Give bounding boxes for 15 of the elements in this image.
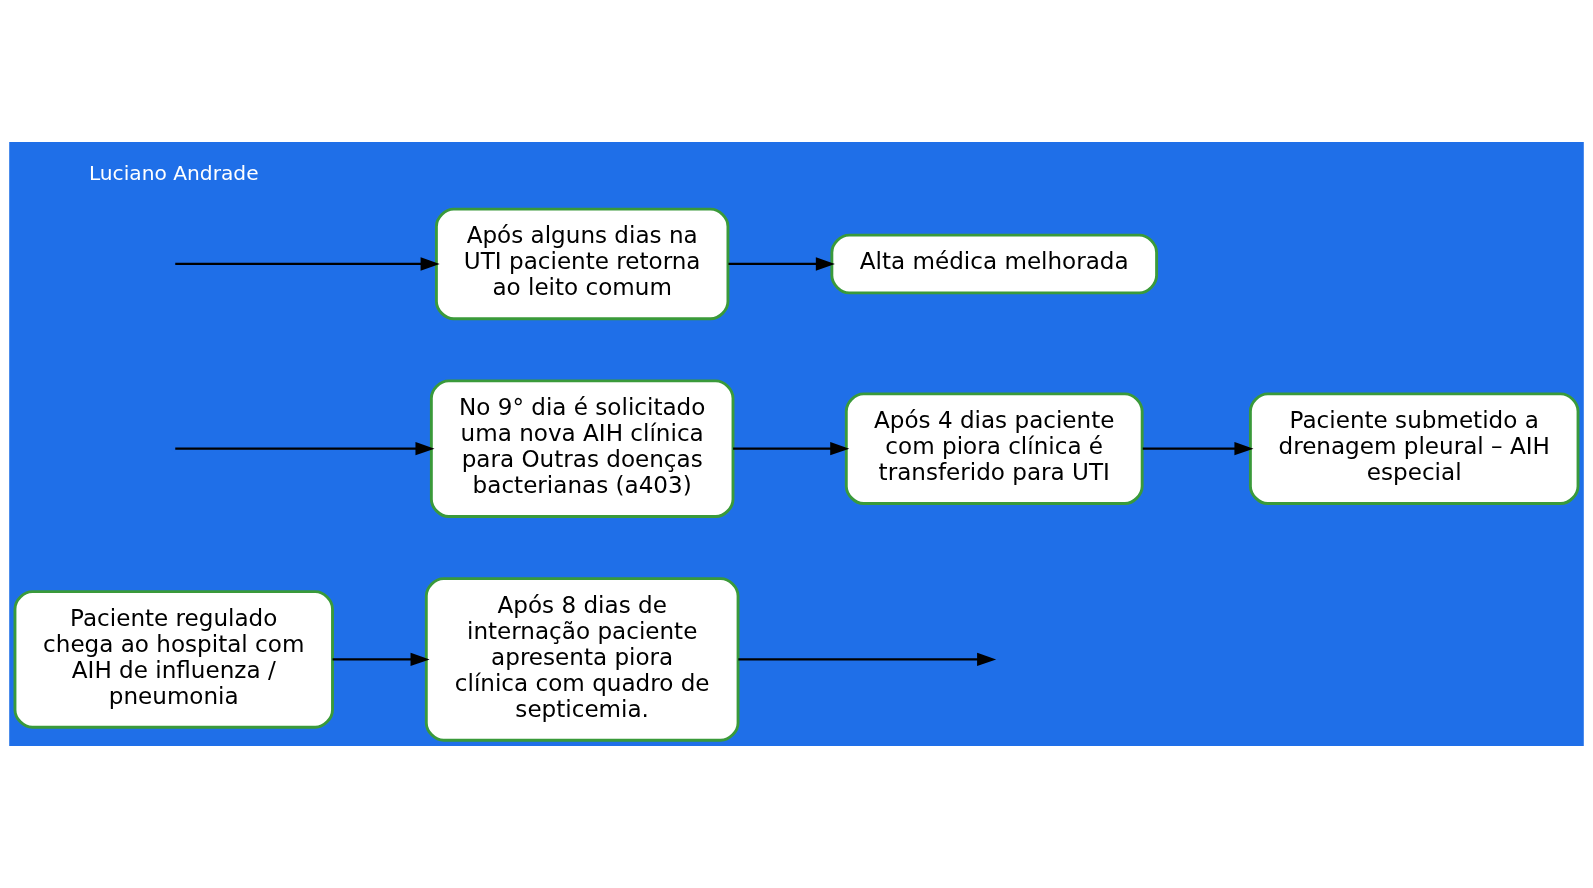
arrow <box>728 257 835 271</box>
node-box: No 9° dia é solicitado uma nova AIH clínica para Outras doenças bacterianas (a403) <box>429 379 735 518</box>
node-box: Após alguns dias na UTI paciente retorna ao leito comum <box>434 207 730 321</box>
node-box: Alta médica melhorada <box>830 233 1159 295</box>
node-box: Após 4 dias paciente com piora clínica é transferido para UTI <box>844 392 1144 505</box>
arrow <box>733 442 850 456</box>
node-box: Após 8 dias de internação paciente apresenta piora clínica com quadro de septicemia. <box>424 577 740 742</box>
arrow <box>175 442 435 456</box>
arrow <box>1142 442 1254 456</box>
arrow <box>332 652 430 667</box>
node-box: Paciente submetido a drenagem pleural – AIH especial <box>1248 392 1580 505</box>
arrow <box>175 257 440 271</box>
node-box: Paciente regulado chega ao hospital com AIH de influenza / pneumonia <box>13 590 334 729</box>
label: Luciano Andrade <box>88 160 259 185</box>
arrow <box>738 652 997 667</box>
